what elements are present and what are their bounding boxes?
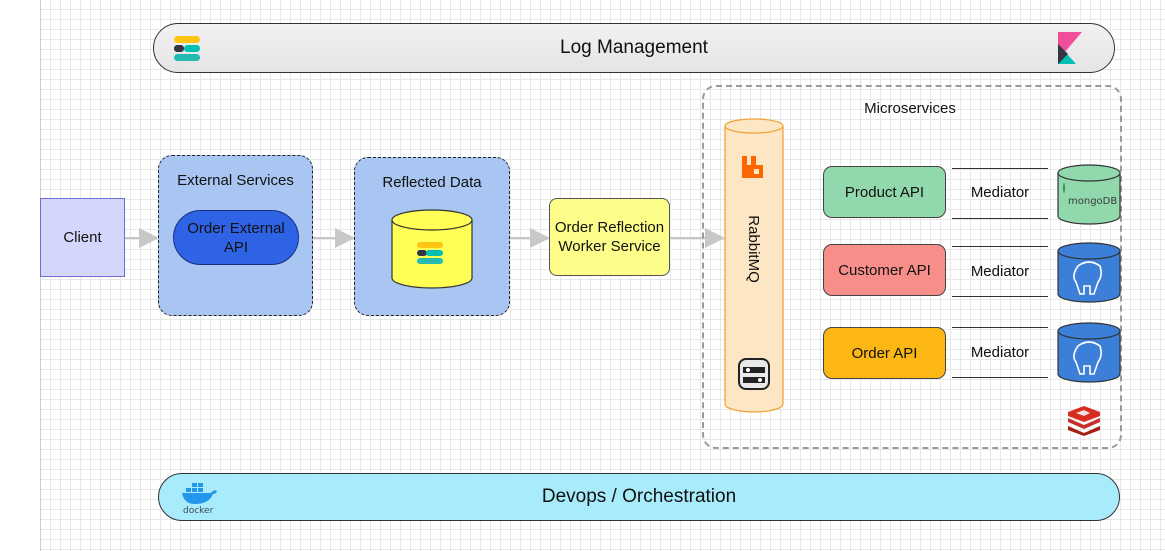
mediator-line-top: [952, 327, 1048, 328]
mediator-line-top: [952, 168, 1048, 169]
postgres-database: [1057, 242, 1121, 303]
elasticsearch-database-icon: [391, 209, 473, 289]
mediator-line-top: [952, 246, 1048, 247]
elastic-icon: [174, 36, 200, 61]
postgres-elephant-icon: [1073, 341, 1102, 375]
order-reflection-worker-node: Order Reflection Worker Service: [549, 198, 670, 276]
docker-icon: docker: [182, 483, 217, 514]
customer-mediator-label: Mediator: [970, 263, 1030, 280]
reflected-data-group: Reflected Data: [354, 157, 510, 316]
mediator-line-bottom: [952, 218, 1048, 219]
rabbitmq-icon: [742, 156, 763, 178]
mongodb-wordmark: mongoDB: [1068, 196, 1117, 207]
kibana-icon: [1058, 32, 1082, 64]
devops-banner: Devops / Orchestration: [158, 473, 1120, 521]
masstransit-icon: [738, 358, 770, 390]
microservices-container: [702, 85, 1122, 449]
external-services-label: External Services: [177, 172, 294, 189]
customer-api-label: Customer API: [838, 261, 931, 279]
docker-wordmark: docker: [183, 506, 214, 514]
order-external-api-node: Order External API: [173, 210, 299, 265]
log-management-label: Log Management: [560, 37, 708, 58]
mediator-line-bottom: [952, 296, 1048, 297]
client-label: Client: [63, 229, 102, 246]
product-api-node: Product API: [823, 166, 946, 218]
redis-icon: [1068, 406, 1100, 436]
reflected-data-label: Reflected Data: [382, 174, 482, 191]
order-mediator-label: Mediator: [970, 344, 1030, 361]
rabbitmq-label: RabbitMQ: [745, 215, 762, 283]
postgres-elephant-icon: [1073, 261, 1102, 295]
order-api-node: Order API: [823, 327, 946, 379]
mediator-line-bottom: [952, 377, 1048, 378]
mongodb-database: mongoDB: [1057, 164, 1121, 225]
order-external-api-label: Order External API: [187, 219, 285, 256]
elastic-small-icon: [417, 242, 443, 264]
postgres-database: [1057, 322, 1121, 383]
customer-api-node: Customer API: [823, 244, 946, 296]
product-mediator-label: Mediator: [970, 184, 1030, 201]
log-management-banner: Log Management: [153, 23, 1115, 73]
devops-label: Devops / Orchestration: [541, 486, 737, 507]
microservices-label: Microservices: [864, 100, 956, 117]
worker-label: Order Reflection Worker Service: [554, 219, 665, 255]
mongodb-leaf-icon: [1063, 182, 1065, 194]
client-box: Client: [40, 198, 125, 277]
product-api-label: Product API: [844, 183, 925, 201]
order-api-label: Order API: [851, 344, 918, 362]
rabbitmq-queue: [724, 118, 784, 413]
